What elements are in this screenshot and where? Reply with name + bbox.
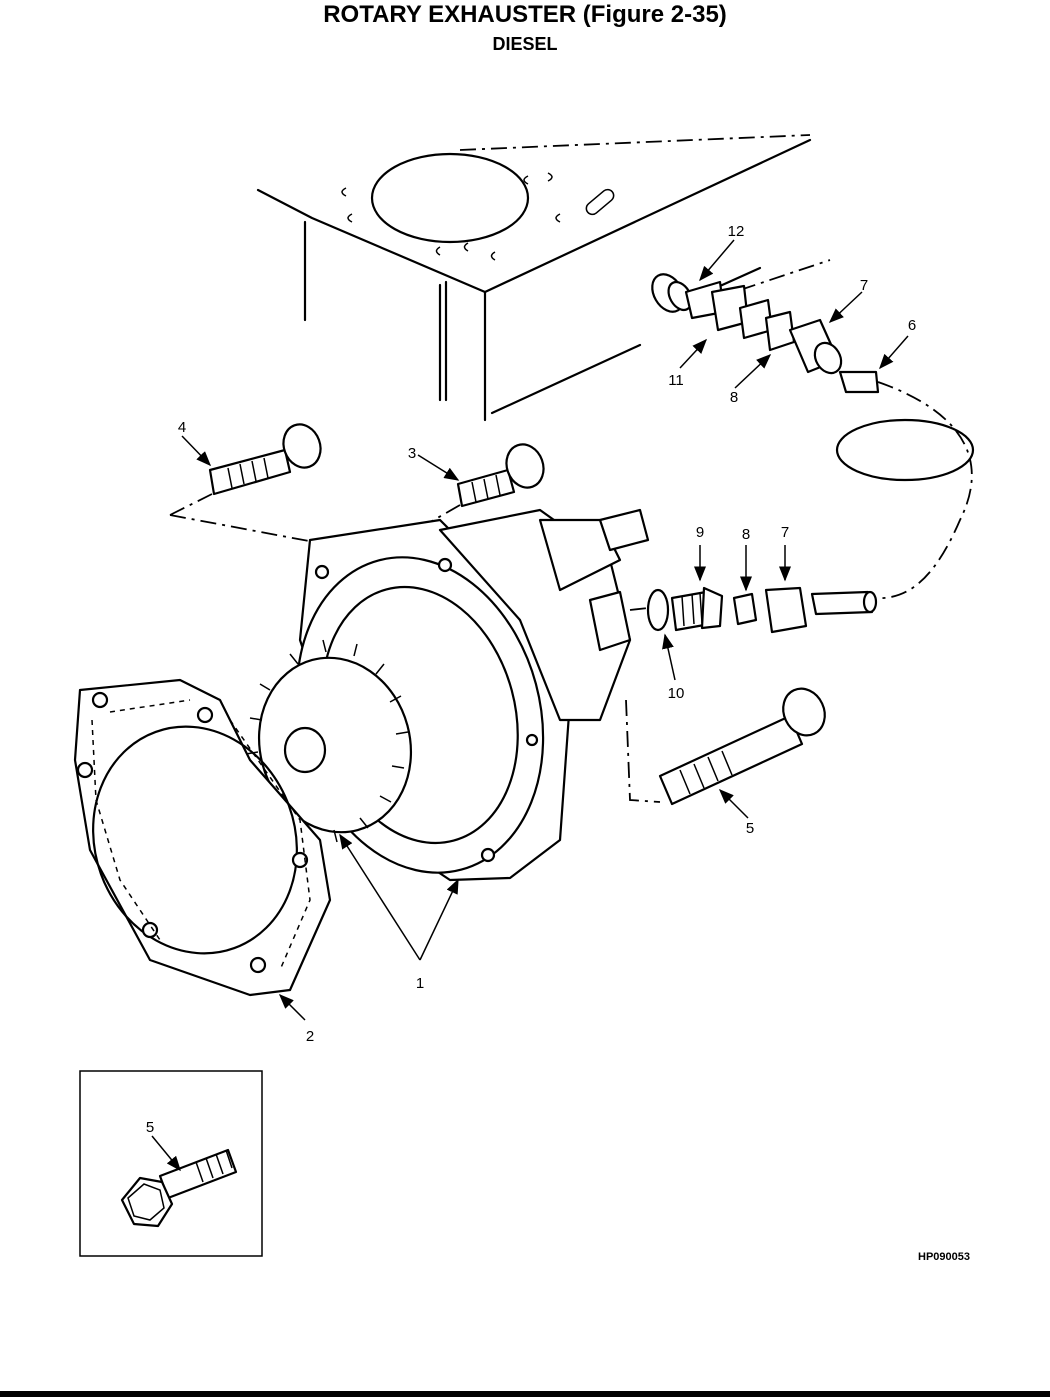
callout-12: 12 [728, 223, 745, 240]
lower-fitting-assembly [629, 586, 878, 634]
hose-clamp [835, 418, 975, 482]
top-fitting-assembly [651, 273, 880, 394]
bolt-4 [208, 423, 322, 496]
callout-7-lower: 7 [781, 524, 789, 541]
callout-10: 10 [668, 685, 685, 702]
callout-2: 2 [306, 1028, 314, 1045]
callout-6: 6 [908, 317, 916, 334]
callout-5: 5 [746, 820, 754, 837]
engine-block [256, 134, 831, 422]
callout-7-top: 7 [860, 277, 868, 294]
inset-detail-box: 5 [79, 1070, 263, 1257]
callout-3: 3 [408, 445, 416, 462]
callout-8-top: 8 [730, 389, 738, 406]
callout-labels: 12 7 6 11 8 4 3 9 8 7 10 5 1 2 [178, 223, 916, 1045]
hose-path [871, 381, 973, 600]
leader-lines [181, 239, 909, 1021]
bolt-3 [456, 443, 545, 508]
page-title: ROTARY EXHAUSTER (Figure 2-35) [323, 1, 727, 28]
gasket [73, 678, 332, 997]
bolt-5 [625, 687, 826, 806]
page-subtitle: DIESEL [492, 34, 558, 54]
callout-9: 9 [696, 524, 704, 541]
figure-code: HP090053 [918, 1251, 970, 1263]
callout-11: 11 [668, 372, 684, 389]
callout-4: 4 [178, 419, 186, 436]
callout-5-inset: 5 [146, 1119, 154, 1136]
bottom-rule [0, 1391, 1050, 1397]
callout-1: 1 [416, 975, 424, 992]
callout-8-lower: 8 [742, 526, 750, 543]
